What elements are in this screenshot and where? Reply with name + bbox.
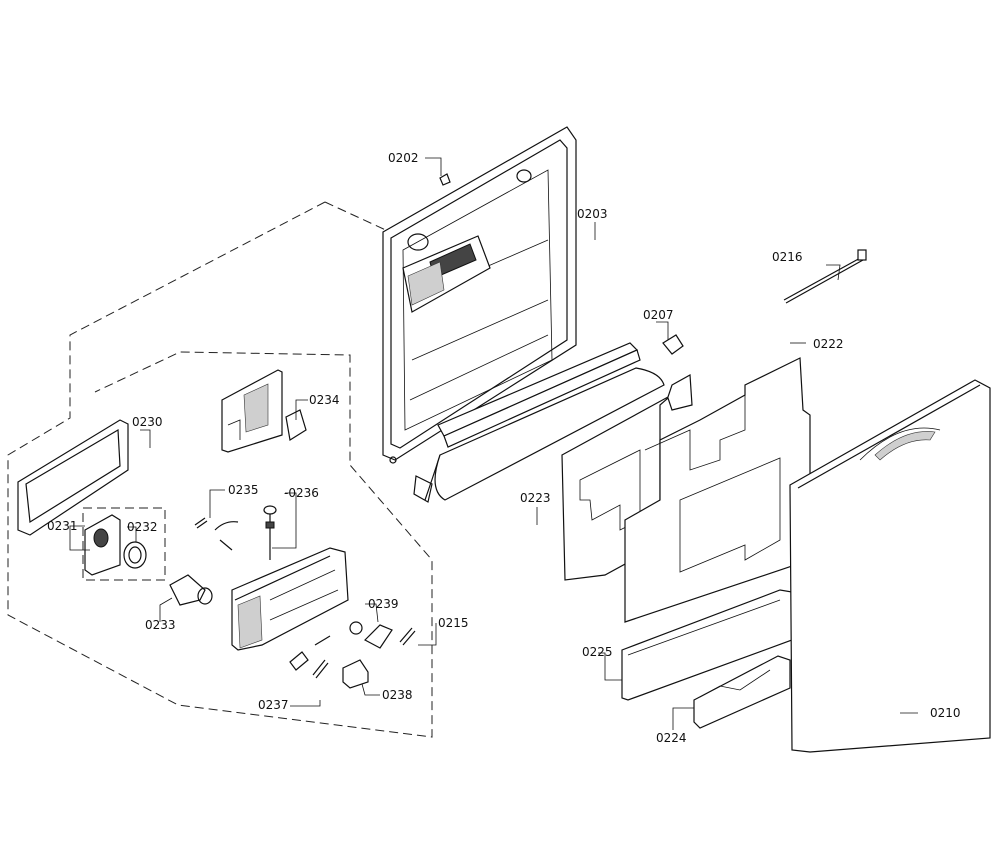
control-panel-frame <box>17 419 129 536</box>
plunger-part <box>263 505 277 560</box>
spring-part <box>194 517 208 529</box>
part-label-0237: 0237 <box>258 698 289 712</box>
latch-clip-part <box>662 334 684 355</box>
rod-part <box>783 249 867 304</box>
vent-rail <box>413 342 665 503</box>
outer-door-panel <box>789 379 991 753</box>
part-label-0235: 0235 <box>228 483 259 497</box>
knob-part <box>169 574 213 606</box>
part-label-0210: 0210 <box>930 706 961 720</box>
part-label-0215: 0215 <box>438 616 469 630</box>
part-label-0203: 0203 <box>577 207 608 221</box>
lever-part <box>289 635 331 679</box>
part-label-0238: 0238 <box>382 688 413 702</box>
part-label-0202: 0202 <box>388 151 419 165</box>
part-label-0222: 0222 <box>813 337 844 351</box>
part-label-0234: 0234 <box>309 393 340 407</box>
control-module-housing <box>231 547 349 651</box>
ring-part <box>123 541 147 569</box>
part-label-0233: 0233 <box>145 618 176 632</box>
microswitch-part <box>342 659 369 689</box>
part-label-0207: 0207 <box>643 308 674 322</box>
part-label-0223: 0223 <box>520 491 551 505</box>
insulation-panel-front <box>624 357 811 623</box>
part-label-0230: 0230 <box>132 415 163 429</box>
spring-part-2 <box>399 627 416 646</box>
switch-part <box>349 621 393 649</box>
inner-door-liner <box>382 126 577 464</box>
handle-part <box>84 514 121 576</box>
part-label-0225: 0225 <box>582 645 613 659</box>
hook-part <box>214 521 239 551</box>
small-plate-part <box>285 409 307 441</box>
part-label-0239: 0239 <box>368 597 399 611</box>
part-label-0231: 0231 <box>47 519 78 533</box>
leader-lines <box>69 157 918 730</box>
control-group-outline <box>7 201 433 738</box>
part-label-0224: 0224 <box>656 731 687 745</box>
module-cover-plate <box>221 369 283 453</box>
part-label-0236: -0236 <box>284 486 319 500</box>
part-label-0232: 0232 <box>127 520 158 534</box>
kick-plate <box>693 655 791 729</box>
handle-subgroup-outline <box>82 507 166 581</box>
screw-part <box>439 173 451 186</box>
part-label-0216: 0216 <box>772 250 803 264</box>
